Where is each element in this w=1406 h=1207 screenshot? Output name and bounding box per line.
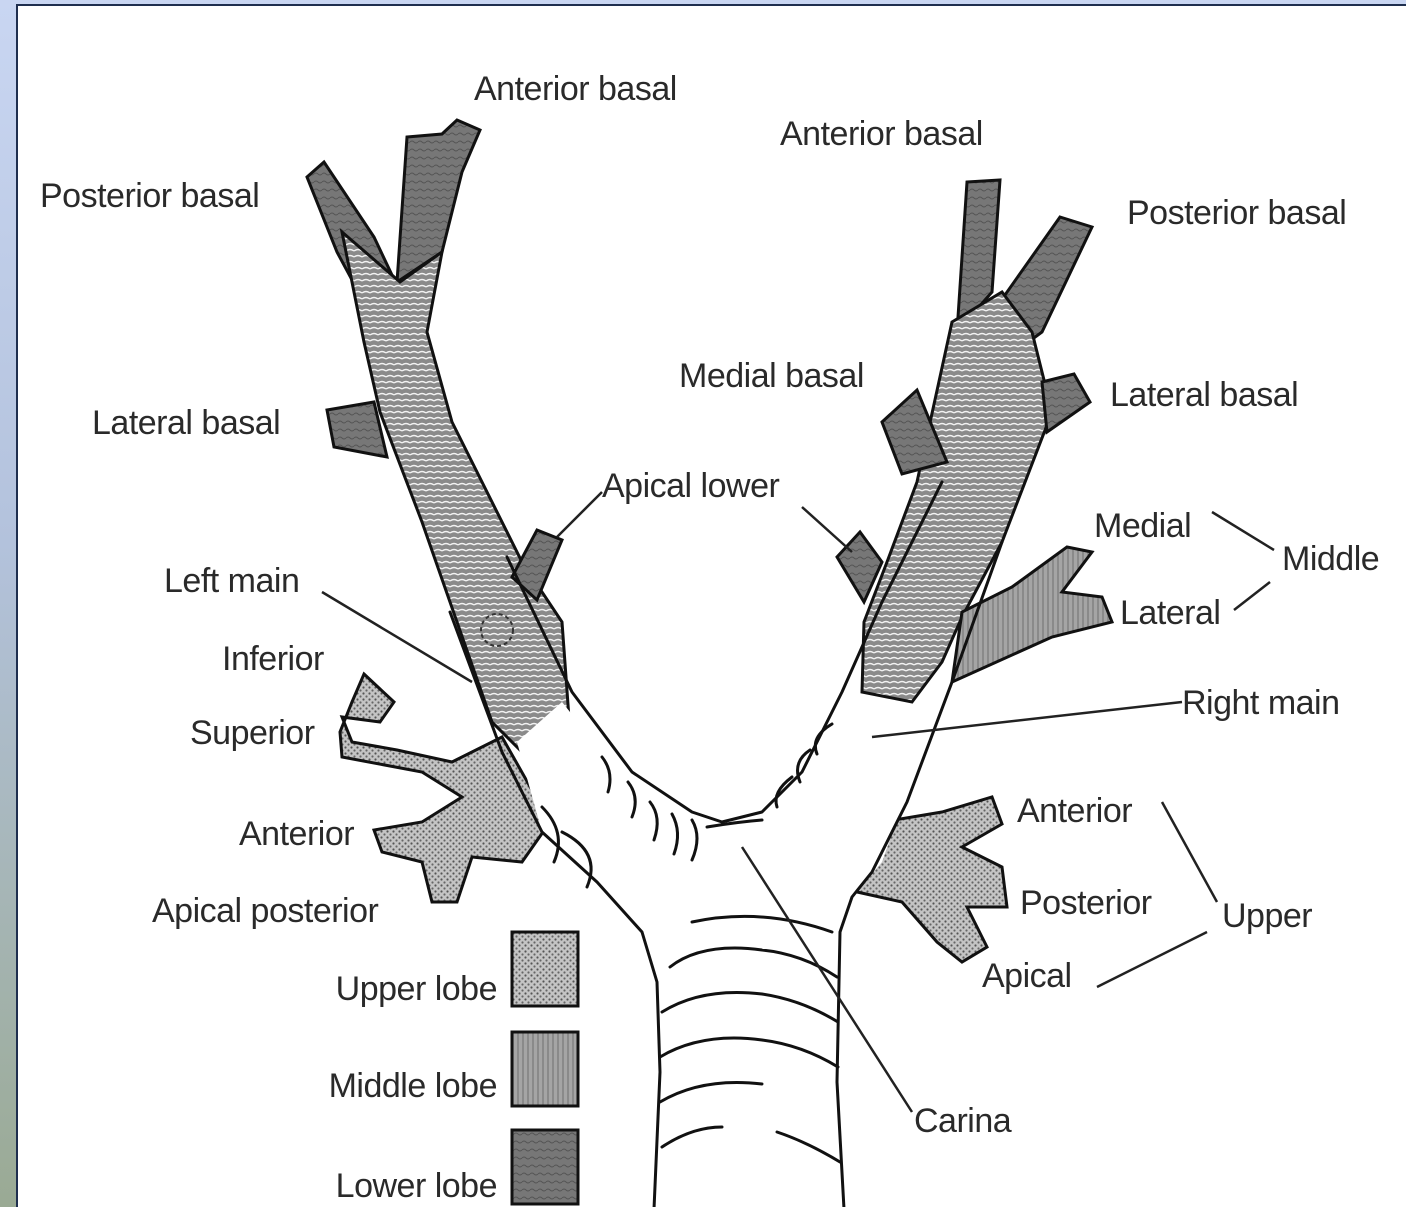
label-right-anterior-basal: Anterior basal xyxy=(780,115,983,153)
label-carina: Carina xyxy=(914,1102,1012,1140)
label-medial-basal: Medial basal xyxy=(679,357,864,395)
bronchial-tree-diagram: Upper lobe Middle lobe Lower lobe Anteri… xyxy=(18,6,1406,1207)
legend-label-lower: Lower lobe xyxy=(336,1167,497,1205)
label-left-main: Left main xyxy=(164,562,299,600)
label-apical: Apical xyxy=(982,957,1072,995)
label-right-lateral-basal: Lateral basal xyxy=(1110,376,1298,414)
left-lateral-basal-branch xyxy=(327,402,387,457)
label-left-anterior-basal: Anterior basal xyxy=(474,70,677,108)
left-lower-trunk xyxy=(342,232,570,752)
legend-swatch-lower xyxy=(512,1130,578,1204)
label-upper: Upper xyxy=(1222,897,1312,935)
label-apical-lower: Apical lower xyxy=(602,467,779,505)
label-posterior: Posterior xyxy=(1020,884,1152,922)
label-apical-posterior: Apical posterior xyxy=(152,892,379,930)
label-superior: Superior xyxy=(190,714,315,752)
label-inferior: Inferior xyxy=(222,640,324,678)
label-lateral: Lateral xyxy=(1120,594,1220,632)
label-right-main: Right main xyxy=(1182,684,1340,722)
figure-frame: Upper lobe Middle lobe Lower lobe Anteri… xyxy=(16,4,1406,1207)
legend-label-middle: Middle lobe xyxy=(329,1067,497,1105)
label-right-anterior: Anterior xyxy=(1017,792,1132,830)
label-middle: Middle xyxy=(1282,540,1379,578)
legend-swatch-upper xyxy=(512,932,578,1006)
right-lateral-basal-branch xyxy=(1042,374,1090,432)
label-right-posterior-basal: Posterior basal xyxy=(1127,194,1346,232)
label-left-posterior-basal: Posterior basal xyxy=(40,177,259,215)
label-left-lateral-basal: Lateral basal xyxy=(92,404,280,442)
legend: Upper lobe Middle lobe Lower lobe xyxy=(329,932,578,1205)
legend-swatch-middle xyxy=(512,1032,578,1106)
left-lower-lobe xyxy=(307,120,570,752)
legend-label-upper: Upper lobe xyxy=(336,970,497,1008)
label-left-anterior: Anterior xyxy=(239,815,354,853)
label-medial: Medial xyxy=(1094,507,1191,545)
